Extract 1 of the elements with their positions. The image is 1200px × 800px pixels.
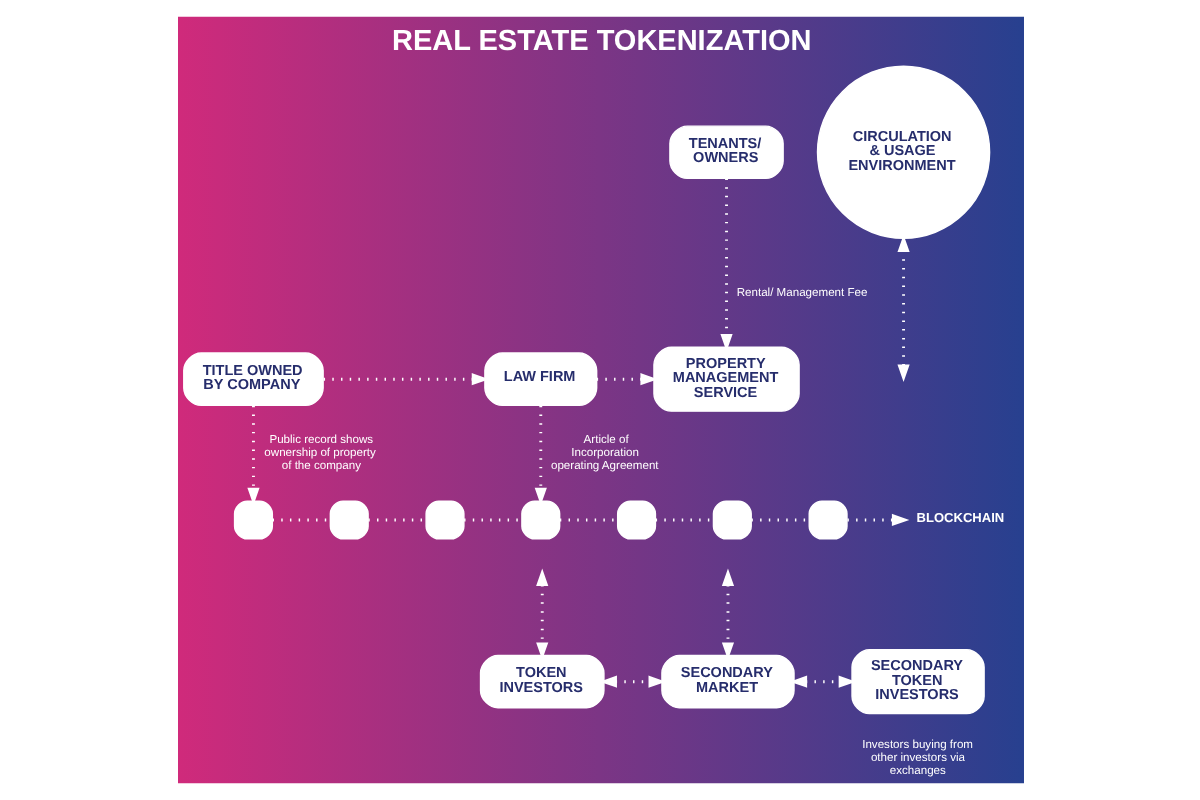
diagram-title: REAL ESTATE TOKENIZATION xyxy=(391,26,811,59)
